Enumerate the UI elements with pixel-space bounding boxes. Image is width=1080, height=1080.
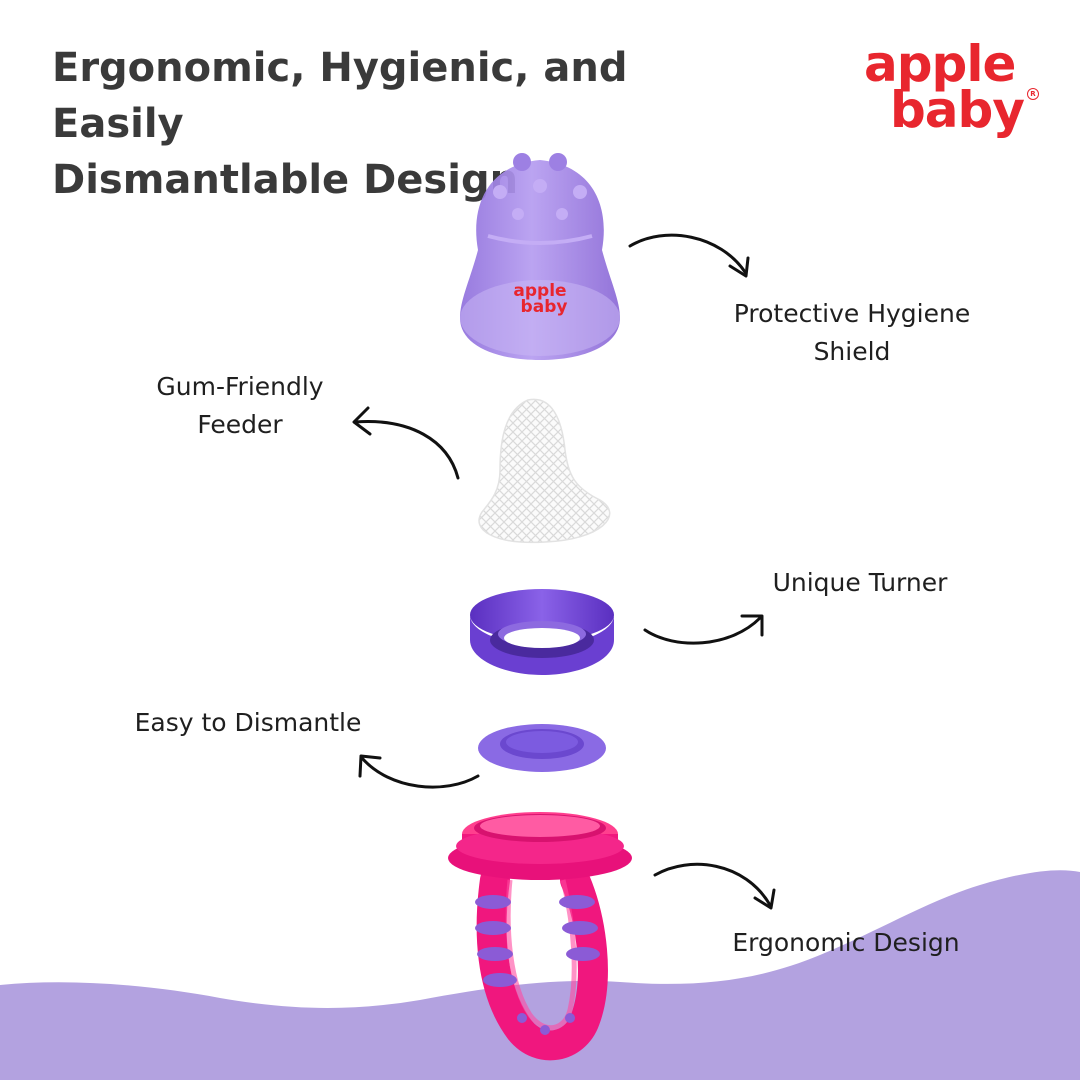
title-line-1: Ergonomic, Hygienic, and Easily	[52, 45, 628, 147]
curved-arrow-icon	[628, 233, 747, 274]
arrowhead-icon	[352, 406, 372, 436]
curved-arrow-icon	[643, 616, 762, 645]
arrowhead-icon	[358, 754, 382, 778]
callout-line: Gum-Friendly	[156, 372, 324, 401]
callout-easy-to-dismantle: Easy to Dismantle	[118, 704, 378, 742]
callout-ergonomic-design: Ergonomic Design	[716, 924, 976, 962]
curved-arrow-icon	[353, 420, 460, 480]
turner-ring	[470, 589, 614, 675]
callout-gum-friendly-feeder: Gum-Friendly Feeder	[130, 368, 350, 444]
callout-line: Ergonomic Design	[732, 928, 960, 957]
registered-mark-icon: R	[1027, 88, 1039, 100]
title-line-2: Dismantlable Design	[52, 157, 519, 203]
arrow-hygiene-shield	[628, 233, 750, 278]
callout-line: Shield	[813, 337, 891, 366]
hygiene-shield-cap	[460, 153, 620, 360]
callout-unique-turner: Unique Turner	[750, 564, 970, 602]
callout-line: Protective Hygiene	[733, 299, 971, 328]
shield-logo-apple: apple	[513, 281, 566, 301]
page-title: Ergonomic, Hygienic, and Easily Dismantl…	[52, 40, 772, 208]
ergonomic-handle	[448, 812, 632, 1061]
arrowhead-icon	[753, 888, 776, 910]
curved-arrow-icon	[360, 756, 480, 789]
shield-logo-baby: baby	[521, 297, 568, 317]
arrowhead-icon	[740, 614, 764, 637]
purple-wave-shape	[0, 870, 1080, 1080]
logo-word-baby: baby	[890, 81, 1025, 139]
arrow-ergonomic	[653, 862, 776, 910]
mesh-feeder	[478, 398, 611, 544]
arrow-turner	[643, 614, 764, 645]
arrowhead-icon	[728, 256, 750, 278]
dismantle-disc	[478, 724, 606, 772]
callout-line: Unique Turner	[772, 568, 948, 597]
callout-line: Easy to Dismantle	[134, 708, 362, 737]
arrow-feeder	[352, 406, 460, 480]
curved-arrow-icon	[653, 862, 772, 907]
logo-word-apple: apple	[864, 35, 1016, 93]
arrow-dismantle	[358, 754, 480, 789]
callout-protective-hygiene-shield: Protective Hygiene Shield	[722, 295, 982, 371]
brand-logo: apple baby R	[862, 36, 1042, 146]
callout-line: Feeder	[197, 410, 283, 439]
